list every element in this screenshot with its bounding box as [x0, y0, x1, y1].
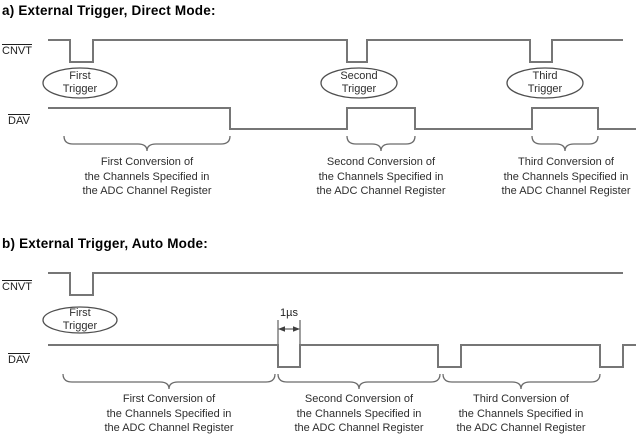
conversion-line1: Second Conversion of [326, 156, 436, 168]
trigger-line2: Trigger [62, 83, 98, 95]
underbrace-a-first [63, 135, 231, 152]
dav-waveform-b [48, 344, 636, 368]
conversion-line1: Second Conversion of [304, 393, 414, 405]
trigger-line2: Trigger [341, 83, 377, 95]
trigger-line2: Trigger [527, 83, 563, 95]
conversion-line3: the ADC Channel Register [104, 422, 234, 434]
underbrace-b-first [62, 373, 276, 390]
conversion-note-a-third: Third Conversion of the Channels Specifi… [486, 155, 636, 199]
conversion-note-b-third: Third Conversion of the Channels Specifi… [441, 392, 601, 436]
conversion-line3: the ADC Channel Register [316, 185, 446, 197]
conversion-line2: the Channels Specified in [106, 407, 232, 420]
pulse-width-label: 1µs [280, 307, 298, 319]
dav-waveform-a [48, 107, 636, 130]
conversion-line2: the Channels Specified in [458, 407, 584, 420]
trigger-ellipse-a-first [42, 67, 118, 99]
trigger-ellipse-b-first [42, 306, 118, 334]
trigger-callout-a-third: Third Trigger [500, 70, 590, 96]
diagram-a-title: a) External Trigger, Direct Mode: [2, 3, 216, 18]
cnvt-label-text-b: CNVT [2, 280, 32, 293]
underbrace-b-third [442, 373, 601, 390]
conversion-note-b-first: First Conversion of the Channels Specifi… [89, 392, 249, 436]
trigger-ellipse-a-second [320, 67, 398, 99]
cnvt-signal-label-b: CNVT [2, 277, 32, 295]
trigger-ellipse-a-third [506, 67, 584, 99]
trigger-callout-a-second: Second Trigger [314, 70, 404, 96]
trigger-line1: First [69, 70, 91, 82]
pulse-width-arrowheads-icon [278, 326, 300, 332]
cnvt-waveform-b [48, 272, 623, 296]
conversion-line3: the ADC Channel Register [82, 185, 212, 197]
dav-signal-label-a: DAV [8, 111, 30, 129]
conversion-note-a-second: Second Conversion of the Channels Specif… [301, 155, 461, 199]
cnvt-signal-label-a: CNVT [2, 41, 32, 59]
dav-signal-label-b: DAV [8, 350, 30, 368]
conversion-line3: the ADC Channel Register [294, 422, 424, 434]
trigger-callout-a-first: First Trigger [35, 70, 125, 96]
conversion-line1: Third Conversion of [518, 156, 614, 168]
cnvt-waveform-a [48, 39, 623, 63]
conversion-note-b-second: Second Conversion of the Channels Specif… [279, 392, 439, 436]
dav-label-text-a: DAV [8, 114, 30, 127]
conversion-line3: the ADC Channel Register [501, 185, 631, 197]
diagram-b-title: b) External Trigger, Auto Mode: [2, 236, 208, 251]
conversion-line2: the Channels Specified in [318, 170, 444, 183]
conversion-line1: Third Conversion of [473, 393, 569, 405]
dav-label-text-b: DAV [8, 353, 30, 366]
conversion-line1: First Conversion of [122, 393, 216, 405]
conversion-line3: the ADC Channel Register [456, 422, 586, 434]
conversion-note-a-first: First Conversion of the Channels Specifi… [67, 155, 227, 199]
conversion-line2: the Channels Specified in [296, 407, 422, 420]
trigger-line2: Trigger [62, 320, 98, 332]
trigger-line1: First [69, 307, 91, 319]
cnvt-label-text-a: CNVT [2, 44, 32, 57]
pulse-width-measure-lines [277, 320, 301, 344]
trigger-line1: Third [532, 70, 558, 82]
conversion-line2: the Channels Specified in [84, 170, 210, 183]
conversion-line2: the Channels Specified in [503, 170, 629, 183]
underbrace-a-second [346, 135, 416, 152]
trigger-callout-b-first: First Trigger [35, 307, 125, 333]
trigger-line1: Second [340, 70, 378, 82]
underbrace-b-second [277, 373, 441, 390]
conversion-line1: First Conversion of [100, 156, 194, 168]
underbrace-a-third [531, 135, 599, 152]
